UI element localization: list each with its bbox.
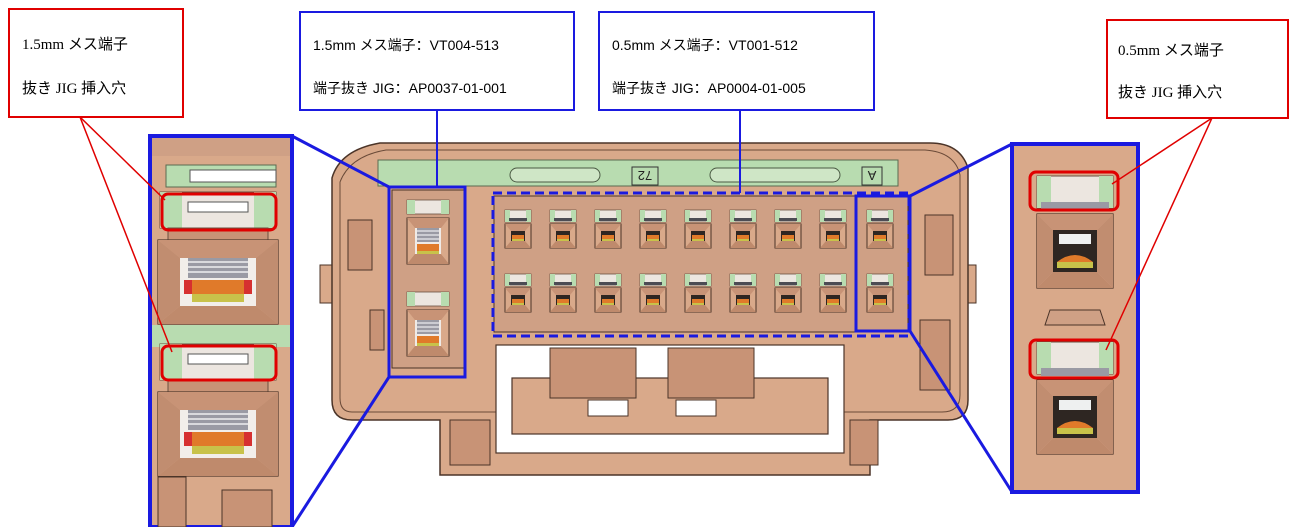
cavity-1-5mm-top	[406, 199, 450, 265]
mark-a: A	[861, 166, 883, 186]
jig-hole-0-5mm-bottom	[1028, 338, 1120, 380]
jig-hole-0-5mm-top	[1028, 170, 1120, 212]
jig-hole-1-5mm-bottom	[160, 344, 278, 382]
label-0-5mm-jig-hole-line2: 抜き JIG 挿入穴	[1118, 85, 1223, 101]
label-0-5mm-jig-hole-line1: 0.5mm メス端子	[1118, 43, 1224, 59]
label-0-5mm-terminal: 0.5mm メス端子：VT001-512 端子抜き JIG：AP0004-01-…	[598, 11, 875, 111]
svg-text:A: A	[867, 168, 876, 183]
label-1-5mm-terminal-line2: 端子抜き JIG：AP0037-01-001	[313, 80, 507, 96]
label-0-5mm-jig-hole: 0.5mm メス端子 抜き JIG 挿入穴	[1106, 19, 1289, 119]
label-1-5mm-terminal: 1.5mm メス端子：VT004-513 端子抜き JIG：AP0037-01-…	[299, 11, 575, 111]
cavity-1-5mm-bottom	[406, 291, 450, 357]
label-1-5mm-jig-hole: 1.5mm メス端子 抜き JIG 挿入穴	[8, 8, 184, 118]
mark-72: 72	[631, 166, 659, 186]
left-zoom-panel	[148, 134, 294, 527]
jig-hole-1-5mm-top	[160, 192, 278, 232]
label-1-5mm-terminal-line1: 1.5mm メス端子：VT004-513	[313, 37, 499, 53]
label-0-5mm-terminal-line1: 0.5mm メス端子：VT001-512	[612, 37, 798, 53]
leader-lines	[79, 110, 1213, 527]
highlight-1-5mm-group	[387, 185, 467, 379]
label-0-5mm-terminal-line2: 端子抜き JIG：AP0004-01-005	[612, 80, 806, 96]
label-1-5mm-jig-hole-line2: 抜き JIG 挿入穴	[22, 81, 127, 97]
svg-text:72: 72	[638, 168, 652, 183]
label-1-5mm-jig-hole-line1: 1.5mm メス端子	[22, 37, 128, 53]
highlight-right-column	[854, 194, 912, 333]
